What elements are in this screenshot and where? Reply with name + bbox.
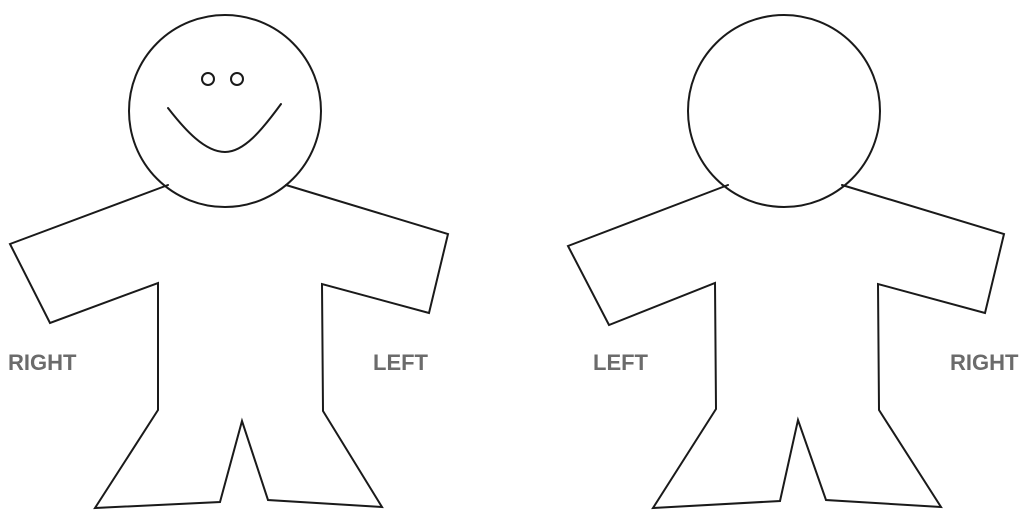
front-figure-label-left-side: RIGHT — [8, 350, 77, 375]
front-figure-left-eye — [202, 73, 214, 85]
front-figure-right-eye — [231, 73, 243, 85]
front-figure-head — [129, 15, 321, 207]
front-figure-label-right-side: LEFT — [373, 350, 429, 375]
back-figure-head — [688, 15, 880, 207]
front-figure-smile — [168, 104, 281, 152]
back-figure-body — [568, 185, 1004, 508]
back-figure-label-right-side: RIGHT — [950, 350, 1019, 375]
back-view-figure: LEFT RIGHT — [568, 15, 1019, 508]
back-figure-label-left-side: LEFT — [593, 350, 649, 375]
front-figure-body — [10, 185, 448, 508]
front-view-figure: RIGHT LEFT — [8, 15, 448, 508]
